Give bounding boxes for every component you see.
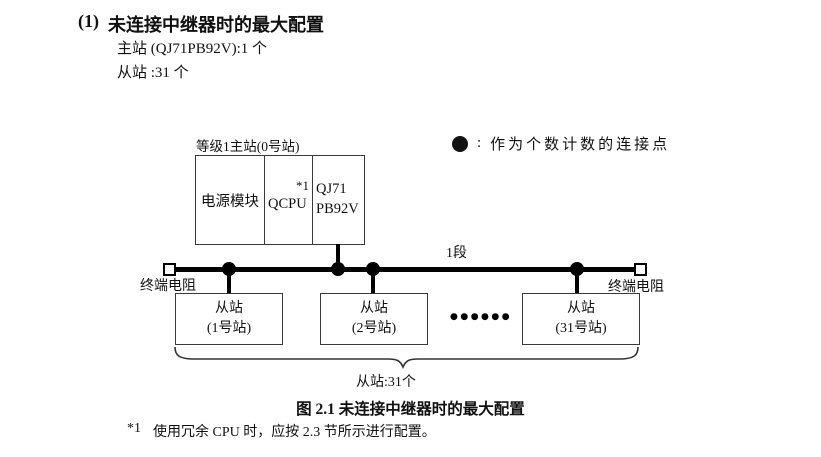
master-station-label: 等级1主站(0号站) <box>196 139 300 154</box>
module-name-line1: QJ71 <box>316 181 347 198</box>
slave-station-box-31: 从站 (31号站) <box>522 293 640 345</box>
power-module-cell: 电源模块 <box>201 193 259 210</box>
cpu-footnote-marker: *1 <box>296 178 309 193</box>
slave-drop-line <box>575 271 579 294</box>
slave-station-number: (1号站) <box>206 321 252 336</box>
section-number: (1) <box>78 11 99 31</box>
footnote: *1 使用冗余 CPU 时，应按 2.3 节所示进行配置。 <box>127 421 436 441</box>
connection-dot <box>222 262 236 276</box>
terminator-resistor-left-icon <box>163 263 176 276</box>
connection-dot <box>570 262 584 276</box>
terminator-label-right: 终端电阻 <box>608 280 664 295</box>
module-name-line2: PB92V <box>316 201 359 217</box>
cpu-cell: *1 QCPU <box>264 156 312 244</box>
master-drop-line <box>336 244 340 269</box>
slave-name: 从站 <box>567 300 595 316</box>
slave-drop-line <box>371 271 375 294</box>
section-heading: (1) 未连接中继器时的最大配置 <box>78 11 324 37</box>
legend: : 作为个数计数的连接点 <box>452 133 670 154</box>
section-title: 未连接中继器时的最大配置 <box>108 15 324 35</box>
connection-point-icon <box>452 135 468 152</box>
ellipsis-dots: ●●●●●● <box>450 312 513 322</box>
connection-dot <box>331 262 345 276</box>
cpu-label: QCPU <box>268 196 307 212</box>
connection-dot <box>366 262 380 276</box>
underbrace <box>174 346 639 369</box>
figure-caption: 图 2.1 未连接中继器时的最大配置 <box>296 401 525 418</box>
slave-station-spec: 从站 :31 个 <box>117 65 189 81</box>
bus-line <box>170 267 641 272</box>
slave-count-label: 从站:31个 <box>356 375 416 390</box>
terminator-resistor-right-icon <box>634 263 647 276</box>
master-station-spec: 主站 (QJ71PB92V):1 个 <box>117 41 268 57</box>
slave-name: 从站 <box>360 300 388 316</box>
slave-station-box-2: 从站 (2号站) <box>320 293 428 345</box>
master-station-box: 电源模块 *1 QCPU QJ71 PB92V <box>195 155 365 245</box>
legend-separator: : <box>477 135 482 151</box>
footnote-text: 使用冗余 CPU 时，应按 2.3 节所示进行配置。 <box>153 425 436 440</box>
slave-drop-line <box>227 271 231 294</box>
slave-station-number: (31号站) <box>555 321 607 336</box>
terminator-label-left: 终端电阻 <box>140 279 196 294</box>
slave-station-box-1: 从站 (1号站) <box>175 293 283 345</box>
slave-name: 从站 <box>215 300 243 316</box>
segment-label: 1段 <box>446 246 467 261</box>
footnote-marker: *1 <box>127 421 141 436</box>
slave-station-number: (2号站) <box>351 321 397 336</box>
pb92v-module-cell: QJ71 PB92V <box>312 156 364 244</box>
legend-text: 作为个数计数的连接点 <box>490 137 671 153</box>
